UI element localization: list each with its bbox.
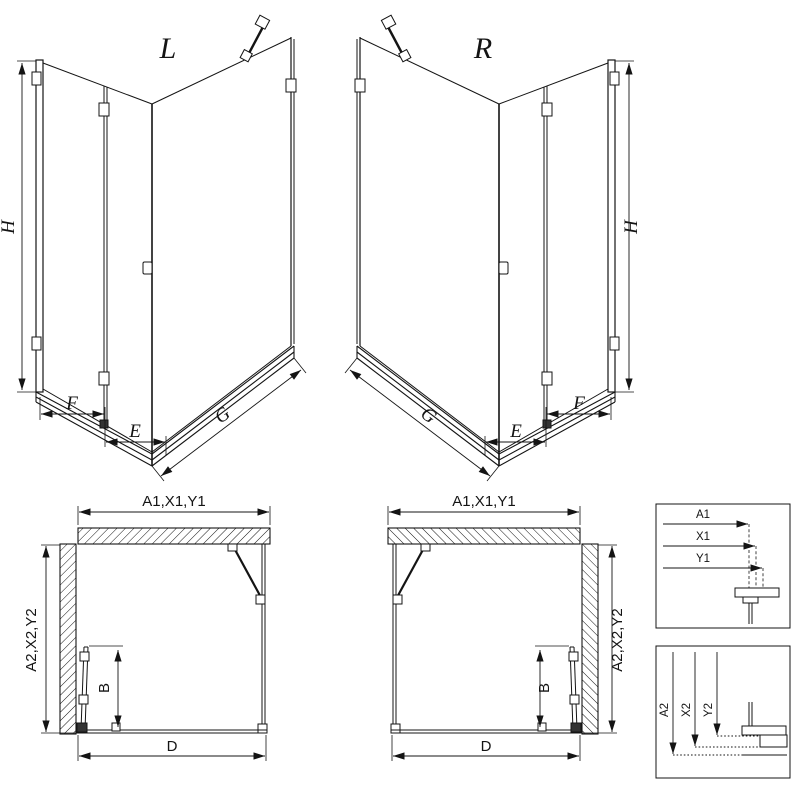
plan-view-left: A1,X1,Y1 A2,X2,Y2 B D	[23, 493, 270, 761]
detail-label-Y1: Y1	[696, 553, 710, 565]
dim-label-E-right: E	[509, 421, 522, 442]
plan-right-top-dim-label: A1,X1,Y1	[452, 493, 515, 510]
detail-label-Y2: Y2	[703, 703, 715, 717]
dim-label-H-left: H	[0, 219, 19, 235]
iso-right-label: R	[473, 32, 492, 65]
detail-label-X1: X1	[696, 531, 710, 543]
plan-left-bottom-dim-label: D	[167, 738, 178, 755]
dim-label-E-left: E	[128, 421, 141, 442]
iso-view-left: L H F E G	[0, 15, 306, 481]
iso-view-right: R H F E G	[345, 15, 642, 481]
plan-left-door-dim-label: B	[96, 683, 113, 693]
iso-left-label: L	[159, 32, 177, 65]
detail-box-top: A1 X1 Y1	[655, 503, 791, 629]
dim-label-F-right: F	[572, 393, 585, 414]
plan-view-right: A1,X1,Y1 A2,X2,Y2 B D	[388, 493, 626, 761]
plan-right-door-dim-label: B	[536, 683, 553, 693]
plan-right-bottom-dim-label: D	[481, 738, 492, 755]
detail-box-top-frame	[655, 503, 791, 629]
iso-view-left-labels: L H F E G	[0, 32, 235, 442]
detail-label-A1: A1	[696, 509, 710, 521]
dim-label-F-left: F	[65, 393, 78, 414]
detail-box-bottom: A2 X2 Y2	[655, 645, 791, 779]
plan-right-side-dim-label: A2,X2,Y2	[609, 608, 626, 671]
tray-profile-section	[741, 702, 788, 756]
dim-label-H-right: H	[621, 219, 642, 235]
detail-label-A2: A2	[659, 703, 671, 717]
detail-box-bottom-frame	[655, 645, 791, 779]
plan-view-left-labels: A1,X1,Y1 A2,X2,Y2 B D	[23, 493, 206, 755]
plan-left-top-dim-label: A1,X1,Y1	[142, 493, 205, 510]
detail-label-X2: X2	[681, 703, 693, 717]
wall-profile-section	[734, 587, 780, 624]
plan-view-right-labels: A1,X1,Y1 A2,X2,Y2 B D	[452, 493, 626, 755]
plan-left-side-dim-label: A2,X2,Y2	[23, 608, 40, 671]
